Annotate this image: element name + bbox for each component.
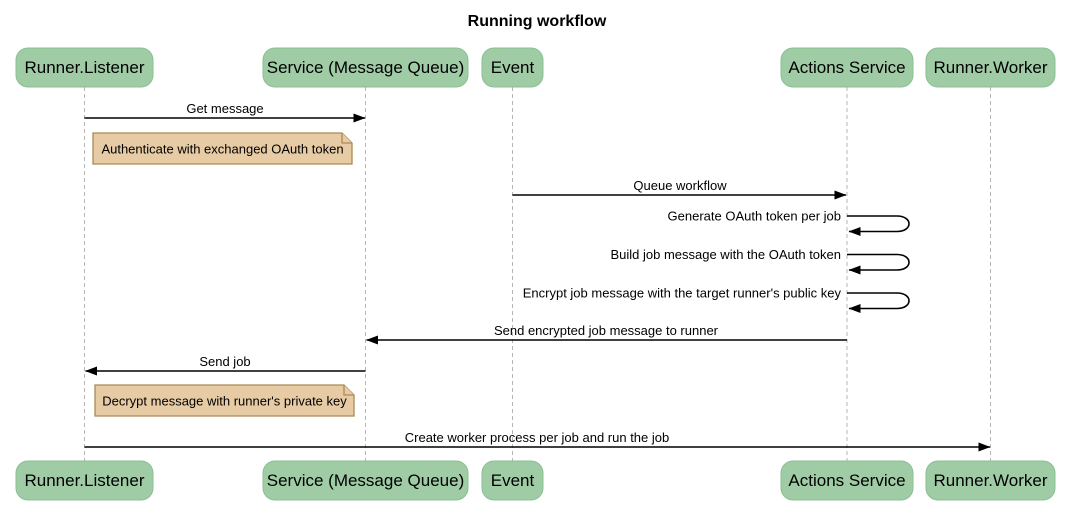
participant-label: Service (Message Queue)	[267, 58, 464, 77]
message-label-queue-workflow: Queue workflow	[633, 178, 727, 193]
participant-box	[481, 47, 544, 88]
message-label-build-job-message: Build job message with the OAuth token	[610, 247, 841, 262]
participant-label: Runner.Worker	[933, 58, 1047, 77]
participant-top-runner-listener: Runner.Listener	[15, 47, 154, 88]
participant-top-event: Event	[481, 47, 544, 88]
note-fold-icon	[341, 133, 352, 144]
message-label-generate-oauth-token: Generate OAuth token per job	[668, 209, 841, 224]
message-label-encrypt-job-message: Encrypt job message with the target runn…	[523, 286, 842, 301]
participant-bottom-service-message-queue: Service (Message Queue)	[262, 460, 469, 501]
self-loop-encrypt-job-message	[847, 292, 910, 313]
participant-bottom-runner-worker: Runner.Worker	[925, 460, 1056, 501]
participant-label: Actions Service	[788, 471, 905, 490]
message-label-get-message: Get message	[186, 101, 263, 116]
participant-label: Runner.Listener	[24, 471, 144, 490]
participant-box	[925, 47, 1056, 88]
participant-label: Service (Message Queue)	[267, 471, 464, 490]
participant-label: Runner.Worker	[933, 471, 1047, 490]
participant-label: Event	[491, 58, 535, 77]
participant-box	[262, 47, 469, 88]
participant-label: Runner.Listener	[24, 58, 144, 77]
message-label-create-worker-process: Create worker process per job and run th…	[405, 430, 669, 445]
note-label: Decrypt message with runner's private ke…	[102, 394, 347, 409]
note-authenticate-oauth: Authenticate with exchanged OAuth token	[92, 132, 353, 165]
participant-label: Event	[491, 471, 535, 490]
message-label-send-encrypted-job: Send encrypted job message to runner	[494, 323, 719, 338]
participant-bottom-actions-service: Actions Service	[780, 460, 914, 501]
participant-box	[925, 460, 1056, 501]
note-shape	[92, 132, 353, 165]
participant-box	[15, 47, 154, 88]
self-loop-generate-oauth-token	[847, 215, 910, 236]
note-fold-icon	[343, 385, 354, 396]
participant-box	[262, 460, 469, 501]
participant-top-runner-worker: Runner.Worker	[925, 47, 1056, 88]
participant-top-service-message-queue: Service (Message Queue)	[262, 47, 469, 88]
participant-box	[780, 460, 914, 501]
participant-bottom-event: Event	[481, 460, 544, 501]
participant-bottom-runner-listener: Runner.Listener	[15, 460, 154, 501]
note-shape	[94, 384, 355, 417]
participant-top-actions-service: Actions Service	[780, 47, 914, 88]
participant-box	[481, 460, 544, 501]
note-decrypt-message: Decrypt message with runner's private ke…	[94, 384, 355, 417]
participant-label: Actions Service	[788, 58, 905, 77]
self-loop-build-job-message	[847, 253, 910, 275]
participant-box	[780, 47, 914, 88]
note-label: Authenticate with exchanged OAuth token	[101, 142, 343, 157]
diagram-title: Running workflow	[468, 13, 607, 30]
message-label-send-job: Send job	[199, 354, 250, 369]
participant-box	[15, 460, 154, 501]
